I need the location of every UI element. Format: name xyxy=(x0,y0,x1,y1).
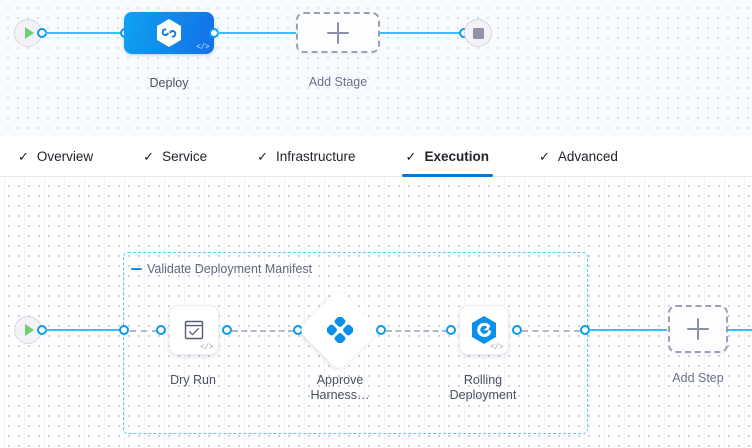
execution-canvas[interactable]: Validate Deployment Manifest </> Dry Run xyxy=(0,177,752,448)
tab-advanced[interactable]: ✓ Advanced xyxy=(535,136,622,176)
collapse-dash-icon[interactable] xyxy=(131,267,142,271)
check-icon: ✓ xyxy=(405,148,417,164)
add-stage-label: Add Stage xyxy=(308,75,368,89)
code-marker: </> xyxy=(490,343,503,352)
tab-label: Service xyxy=(162,148,208,164)
step-label-approve-harness: Approve Harness… xyxy=(310,373,370,402)
approval-diamond-icon xyxy=(327,317,353,343)
connector-dryrun-to-approve xyxy=(232,330,294,332)
connector-deploy-to-addstage xyxy=(217,32,297,34)
check-icon: ✓ xyxy=(143,148,155,164)
stage-node-deploy[interactable]: </> xyxy=(124,12,214,54)
connector-start-to-group xyxy=(45,329,123,331)
connector-approve-to-rolling xyxy=(386,330,448,332)
tab-execution[interactable]: ✓ Execution xyxy=(401,136,494,177)
add-stage-button[interactable] xyxy=(296,12,380,53)
rolling-input-port[interactable] xyxy=(446,325,456,335)
step-node-dry-run[interactable]: </> xyxy=(169,305,219,355)
dryrun-output-port[interactable] xyxy=(222,325,232,335)
checkbox-task-icon xyxy=(184,320,204,340)
add-step-button[interactable] xyxy=(668,305,728,353)
step-label-rolling-deployment: Rolling Deployment xyxy=(449,373,517,402)
connector-group-to-addstep xyxy=(589,329,667,331)
rolling-output-port[interactable] xyxy=(512,325,522,335)
harness-hexagon-icon xyxy=(157,19,181,47)
tab-label: Execution xyxy=(424,148,489,164)
check-icon: ✓ xyxy=(257,148,268,164)
code-marker: </> xyxy=(196,43,209,52)
tab-label: Overview xyxy=(36,148,94,164)
approve-output-port[interactable] xyxy=(376,325,386,335)
connector-addstage-to-end xyxy=(380,32,463,34)
plus-icon xyxy=(687,318,709,340)
step-node-rolling-deployment[interactable]: </> xyxy=(459,305,509,355)
tab-infrastructure[interactable]: ✓ Infrastructure xyxy=(253,136,359,176)
tab-label: Advanced xyxy=(557,148,618,164)
stop-square-icon xyxy=(464,19,492,47)
check-icon: ✓ xyxy=(18,148,29,164)
step-group-header[interactable]: Validate Deployment Manifest xyxy=(131,262,312,276)
stage-label-deploy: Deploy xyxy=(149,76,189,90)
plus-icon xyxy=(327,21,349,44)
rolling-deploy-icon xyxy=(472,316,496,344)
check-icon: ✓ xyxy=(538,148,550,164)
tab-label: Infrastructure xyxy=(276,148,356,164)
tab-overview[interactable]: ✓ Overview xyxy=(14,136,97,176)
step-group-validate-deployment-manifest[interactable] xyxy=(123,252,588,434)
step-group-label: Validate Deployment Manifest xyxy=(147,262,313,276)
connector-start-to-deploy xyxy=(45,32,125,34)
dryrun-input-port[interactable] xyxy=(156,325,166,335)
pipeline-end-node[interactable] xyxy=(464,19,492,47)
stage-tab-bar[interactable]: ✓ Overview ✓ Service ✓ Infrastructure ✓ … xyxy=(0,136,752,177)
connector-addstep-to-right-edge xyxy=(728,329,752,331)
tab-service[interactable]: ✓ Service xyxy=(139,136,211,176)
code-marker: </> xyxy=(200,343,213,352)
group-input-port[interactable] xyxy=(119,325,129,335)
add-step-label: Add Step xyxy=(672,371,724,385)
stage-canvas[interactable]: </> Deploy Add Stage xyxy=(0,0,752,136)
step-label-dry-run: Dry Run xyxy=(170,373,216,387)
connector-group-to-dryrun xyxy=(130,330,158,332)
connector-rolling-to-group-edge xyxy=(522,330,580,332)
